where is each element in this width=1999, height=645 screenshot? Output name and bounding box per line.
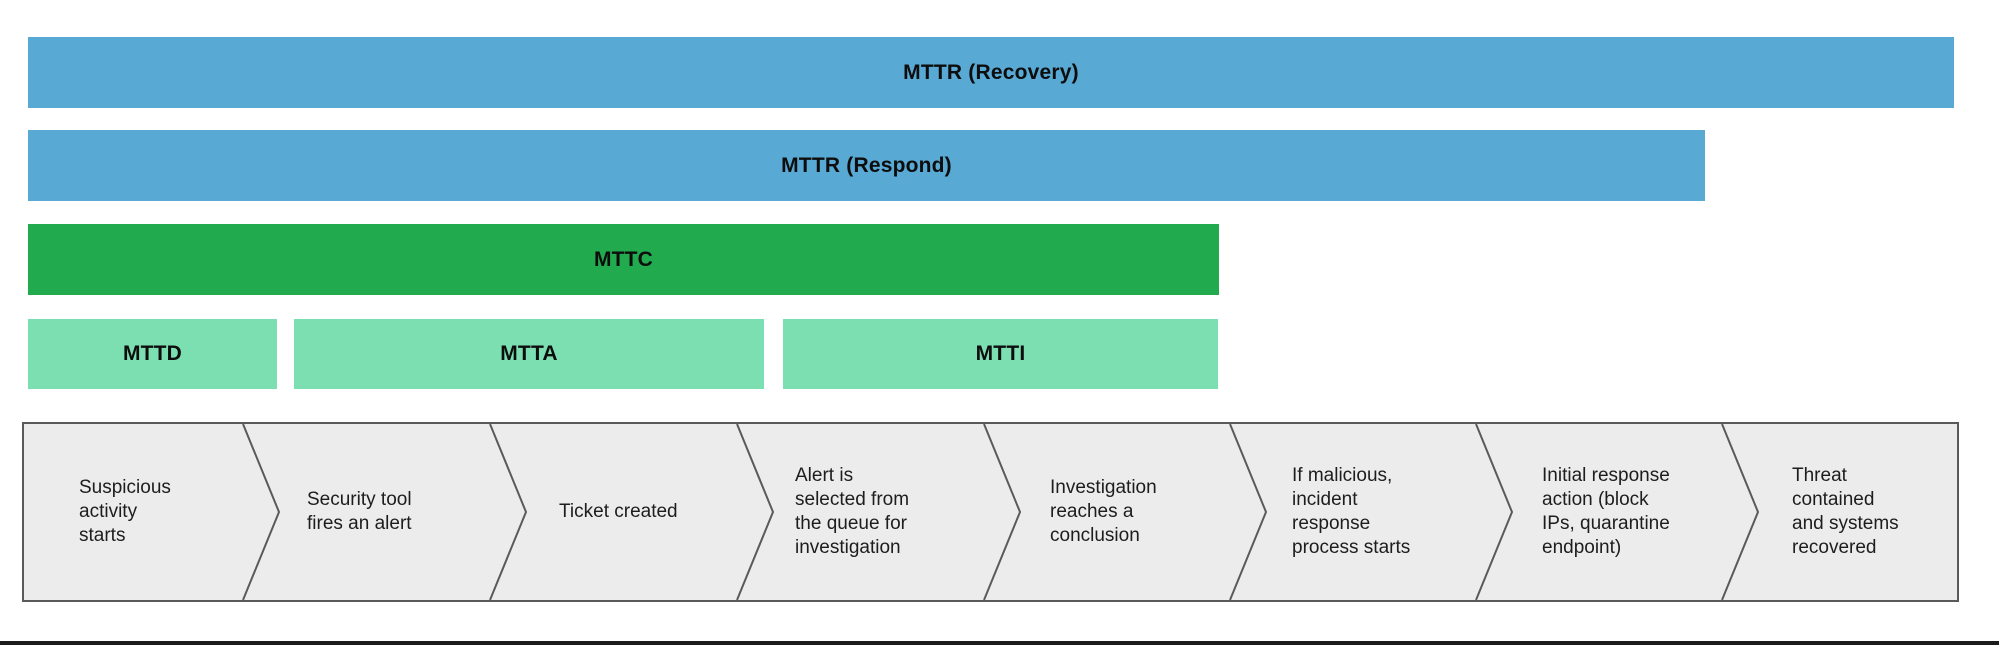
bar-mtti-label: MTTI (975, 342, 1026, 365)
bar-mttd: MTTD (28, 319, 277, 389)
bar-mttc-label: MTTC (593, 247, 654, 271)
timeline-step-investigation-conclusion: Investigation reaches a conclusion (1050, 477, 1157, 546)
timeline-step-ticket-created: Ticket created (559, 501, 678, 522)
timeline-step-suspicious-activity: Suspicious activity starts (79, 477, 171, 546)
bar-mtta: MTTA (294, 319, 764, 389)
bar-mttd-label: MTTD (122, 342, 183, 365)
bar-mttr-recovery-label: MTTR (Recovery) (903, 60, 1079, 84)
timeline-band: Suspicious activity starts Security tool… (22, 422, 1959, 602)
timeline-step-security-tool-alert: Security tool fires an alert (307, 489, 412, 534)
bar-mtti: MTTI (783, 319, 1218, 389)
chevron-divider-lines (242, 424, 1760, 600)
timeline-step-initial-response-action: Initial response action (block IPs, quar… (1542, 465, 1670, 558)
timeline-step-incident-response-starts: If malicious, incident response process … (1292, 465, 1411, 558)
bar-mttr-respond-label: MTTR (Respond) (781, 153, 952, 177)
bar-mttr-respond: MTTR (Respond) (28, 130, 1705, 201)
timeline-step-alert-selected: Alert is selected from the queue for inv… (795, 465, 910, 558)
bar-mtta-label: MTTA (500, 342, 558, 365)
bar-mttc: MTTC (28, 224, 1219, 295)
timeline-step-threat-contained: Threat contained and systems recovered (1792, 465, 1899, 558)
bottom-border-strip (0, 641, 1999, 645)
bar-mttr-recovery: MTTR (Recovery) (28, 37, 1954, 108)
